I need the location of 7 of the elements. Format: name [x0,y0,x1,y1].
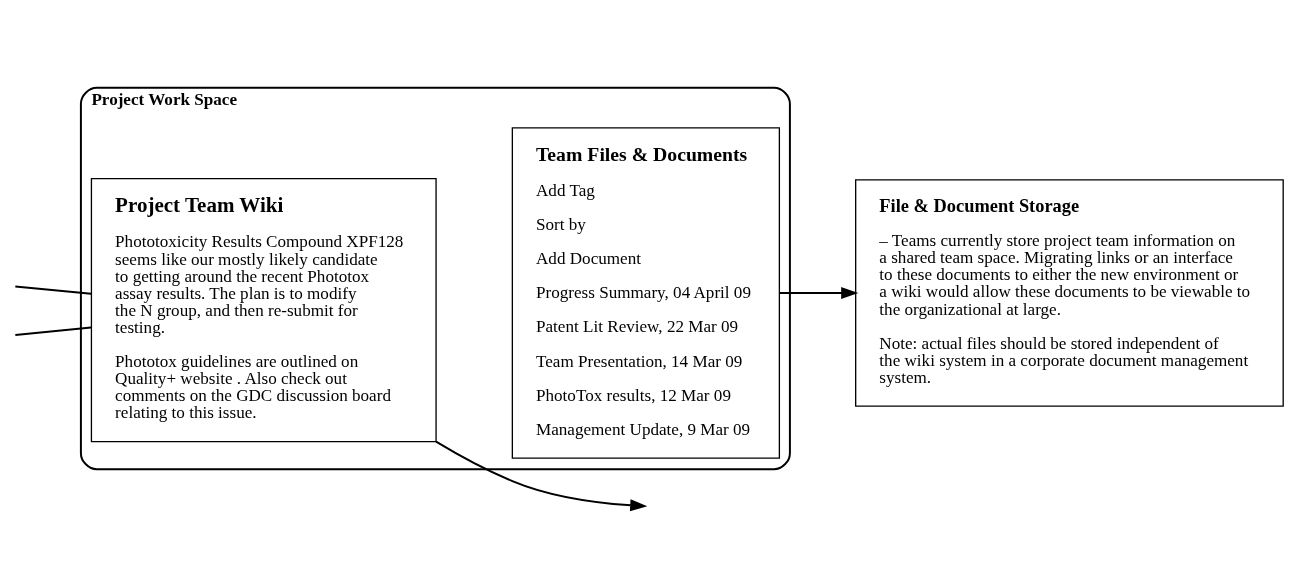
node-box: Project Team Wiki Phototoxicity Results Compound XPF128 seems like our mostly likely candidate to getting around the recent Phototox assay results. The plan is to modify the N group, and then re-submit for testing. Phototox guidelines are outlined on Quality+ website . Also check out comments on the GDC discussion board relating to this issue. [90,177,437,443]
connector [14,285,93,295]
arrow [435,440,648,512]
arrow [778,287,859,299]
connector [14,326,93,337]
node-box: File & Document Storage – Teams currently store project team information on a shared team space. Migrating links or an interface to these documents to either the new environment or a wiki would allow these documents to be viewable to the organizational at large. Note: actual files should be stored independent of the wiki system in a corporate document management system. [855,179,1284,407]
node-box: Team Files & Documents Add Tag Sort by Add Document Progress Summary, 04 April 09 Patent Lit Review, 22 Mar 09 Team Presentation, 14 Mar 09 PhotoTox results, 12 Mar 09 Management Update, 9 Mar 09 [511,127,781,459]
